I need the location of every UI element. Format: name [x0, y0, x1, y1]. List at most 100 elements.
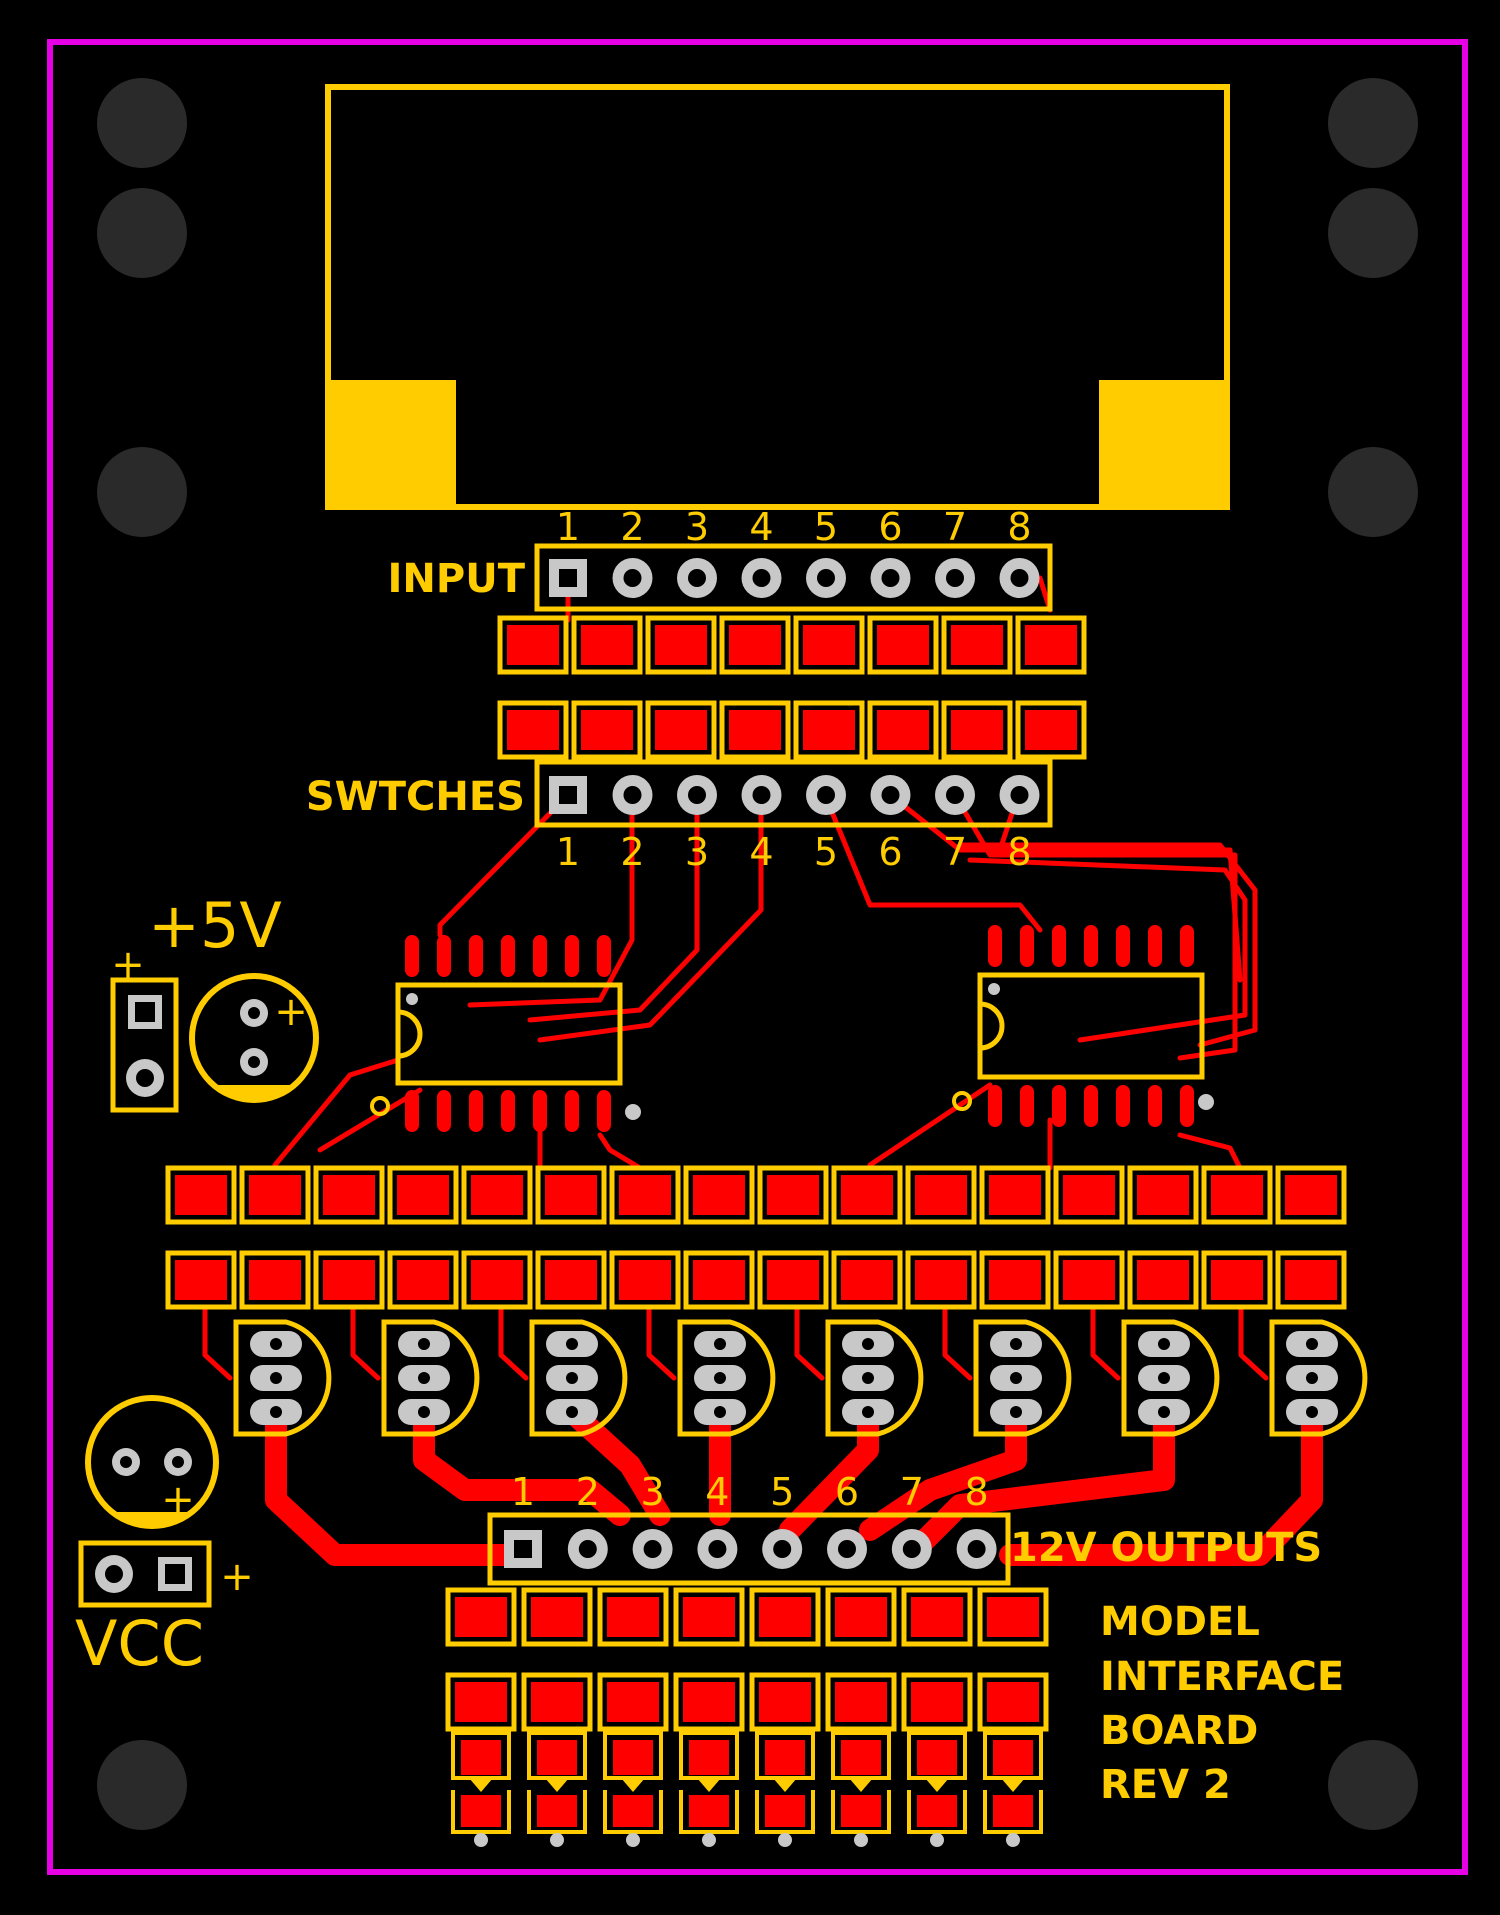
- led-pad: [765, 1740, 805, 1775]
- pin-hole: [881, 786, 900, 804]
- smd-pad: [693, 1175, 745, 1215]
- switch-header-pin-label: 2: [620, 830, 644, 874]
- smd-pad: [915, 1260, 967, 1300]
- title-line-3: BOARD: [1100, 1708, 1258, 1754]
- ic-pin: [533, 1090, 547, 1132]
- smd-pad: [581, 710, 633, 750]
- smd-pad: [989, 1260, 1041, 1300]
- led-arrow: [1001, 1778, 1025, 1792]
- trace: [942, 1304, 973, 1381]
- trace: [437, 792, 571, 938]
- ic-body: [977, 972, 1205, 1080]
- led-arrow: [545, 1778, 569, 1792]
- ic-pin: [1020, 925, 1034, 967]
- smd-pad-outline: [977, 1672, 1049, 1732]
- input-header-pin-label: 8: [1007, 505, 1031, 549]
- trace: [498, 1304, 529, 1381]
- mounting-hole: [1328, 447, 1418, 537]
- via: [1198, 1094, 1214, 1110]
- pin-hole: [946, 569, 964, 587]
- trace: [967, 857, 1248, 1043]
- pin-hole: [623, 786, 642, 804]
- pin-hole: [688, 786, 706, 804]
- ic-pin: [988, 1085, 1002, 1127]
- smd-pad-outline: [597, 1587, 669, 1647]
- smd-pad-outline: [683, 1250, 755, 1310]
- mounting-hole: [1328, 1740, 1418, 1830]
- pad-hole: [1010, 1406, 1022, 1418]
- mounting-hole: [97, 1740, 187, 1830]
- pin-hole: [902, 1540, 921, 1558]
- trace: [957, 842, 1258, 1048]
- led-arrow: [773, 1778, 797, 1792]
- trace: [413, 1401, 631, 1526]
- pad-hole: [270, 1372, 282, 1384]
- trace: [646, 1304, 677, 1381]
- smd-pad: [655, 710, 707, 750]
- led-arrow: [849, 1778, 873, 1792]
- led-outline-lower: [755, 1790, 815, 1834]
- smd-pad-outline: [497, 700, 569, 760]
- smd-pad-outline: [825, 1672, 897, 1732]
- transistor-outline: [825, 1319, 924, 1437]
- pin-hole: [643, 1540, 662, 1558]
- smd-pad: [397, 1175, 449, 1215]
- ic-pin: [1180, 1085, 1194, 1127]
- pin-hole: [817, 786, 835, 804]
- via: [625, 1104, 641, 1120]
- display-footprint: [325, 84, 1230, 510]
- smd-pad-outline: [825, 1587, 897, 1647]
- transistor-footprints: [233, 1319, 1368, 1437]
- mounting-holes: [97, 78, 1418, 1830]
- transistor-outline: [1269, 1319, 1368, 1437]
- ic-pin: [469, 1090, 483, 1132]
- smd-pad-outline: [445, 1672, 517, 1732]
- transistor-outline: [677, 1319, 776, 1437]
- smd-pad-outline: [535, 1165, 607, 1225]
- input-header-pin-label: 3: [685, 505, 709, 549]
- vcc-label: VCC: [75, 1607, 204, 1680]
- switch-header-pin-label: 4: [749, 830, 773, 874]
- output-header-pin-label: 8: [965, 1470, 989, 1514]
- board-outline: [47, 39, 1468, 1875]
- smd-pad-outline: [673, 1672, 745, 1732]
- ic-notch: [397, 1009, 423, 1059]
- smd-pad: [915, 1175, 967, 1215]
- led-arrow: [621, 1778, 645, 1792]
- smd-pad-outline: [905, 1165, 977, 1225]
- input-header-pin-label: 6: [878, 505, 902, 549]
- header-outline: [487, 1512, 1011, 1586]
- smd-pad-outline: [239, 1250, 311, 1310]
- output-header-pin-label: 6: [835, 1470, 859, 1514]
- smd-pad-outline: [597, 1672, 669, 1732]
- smd-pad: [729, 625, 781, 665]
- smd-pad-outline: [979, 1165, 1051, 1225]
- smd-pad-outline: [1201, 1250, 1273, 1310]
- pin-hole: [967, 1540, 986, 1558]
- smd-pad-outline: [1127, 1165, 1199, 1225]
- five-volt-label: +5V: [148, 889, 282, 962]
- smd-pad-outline: [1053, 1250, 1125, 1310]
- led-footprints: [451, 1731, 1043, 1847]
- header-outline: [534, 543, 1053, 612]
- smd-pad: [951, 710, 1003, 750]
- trace: [1090, 1304, 1121, 1381]
- switch-header-pin-label: 7: [943, 830, 967, 874]
- smd-pad: [471, 1175, 523, 1215]
- trace: [1177, 1132, 1243, 1171]
- smd-pad: [683, 1682, 735, 1722]
- led-outline-lower: [831, 1790, 891, 1834]
- pin-hole: [623, 569, 642, 587]
- smd-pad: [507, 710, 559, 750]
- jumper-plus-label: +: [111, 942, 145, 988]
- ic-pin: [1084, 1085, 1098, 1127]
- trace: [999, 1401, 1323, 1566]
- pin-hole: [817, 569, 835, 587]
- smd-pad: [397, 1260, 449, 1300]
- smd-pad-outline: [165, 1250, 237, 1310]
- title-line-1: MODEL: [1100, 1599, 1260, 1645]
- smd-pad: [531, 1597, 583, 1637]
- smd-pad: [1137, 1175, 1189, 1215]
- input-header-pin-label: 5: [814, 505, 838, 549]
